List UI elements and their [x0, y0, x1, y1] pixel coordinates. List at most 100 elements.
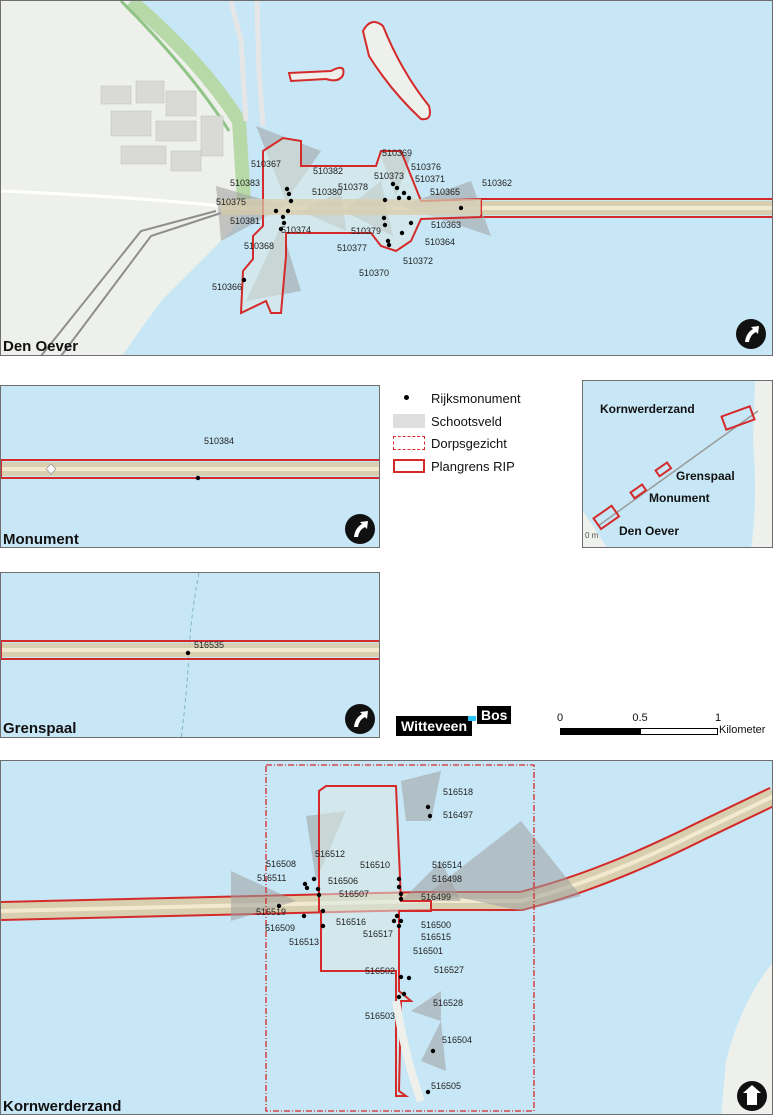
monument-dot[interactable] [396, 994, 402, 1000]
monument-dot[interactable] [302, 881, 308, 887]
monument-label: 510370 [359, 268, 389, 278]
monument-dot[interactable] [396, 195, 402, 201]
map-panel-grenspaal: 516535 Grenspaal [0, 572, 380, 738]
monument-label: 510371 [415, 174, 445, 184]
monument-dot[interactable] [276, 903, 282, 909]
monument-dot[interactable] [390, 181, 396, 187]
monument-label: 516500 [421, 920, 451, 930]
monument-label: 516504 [442, 1035, 472, 1045]
north-arrow-icon [737, 1081, 767, 1111]
monument-label: 510381 [230, 216, 260, 226]
monument-label: 516510 [360, 860, 390, 870]
monument-dot[interactable] [281, 220, 287, 226]
north-arrow-icon [736, 319, 766, 349]
monument-dot[interactable] [280, 214, 286, 220]
monument-dot[interactable] [304, 885, 310, 891]
north-arrow-icon [345, 704, 375, 734]
monument-label: 516517 [363, 929, 393, 939]
monument-label: 516518 [443, 787, 473, 797]
monument-dot[interactable] [320, 923, 326, 929]
scale-unit: Kilometer [719, 724, 766, 736]
monument-dot[interactable] [425, 1089, 431, 1095]
monument-markers: 510384 [195, 436, 234, 481]
monument-dot[interactable] [394, 185, 400, 191]
monument-dot[interactable] [396, 923, 402, 929]
monument-dot[interactable] [286, 191, 292, 197]
logo-text-bos: Bos [477, 706, 512, 724]
monument-dot[interactable] [386, 242, 392, 248]
overview-corner-text: 0 m [585, 531, 599, 540]
monument-dot[interactable] [311, 876, 317, 882]
overview-label-kornwerderzand: Kornwerderzand [600, 402, 695, 416]
monument-dot[interactable] [425, 804, 431, 810]
monument-label: 516513 [289, 937, 319, 947]
monument-label: 510362 [482, 178, 512, 188]
island-1 [287, 66, 345, 83]
monument-dot[interactable] [430, 1048, 436, 1054]
monument-label: 516497 [443, 810, 473, 820]
monument-dot[interactable] [273, 208, 279, 214]
schootsveld-areas [231, 771, 581, 1071]
monument-dot[interactable] [408, 220, 414, 226]
monument-label: 516535 [194, 640, 224, 650]
legend: Rijksmonument Schootsveld Dorpsgezicht P… [393, 385, 543, 485]
monument-dot[interactable] [398, 974, 404, 980]
monument-dot[interactable] [396, 876, 402, 882]
monument-label: 510369 [382, 148, 412, 158]
monument-dot[interactable] [381, 215, 387, 221]
monument-dot[interactable] [391, 918, 397, 924]
dorpsgezicht-boundary [265, 764, 535, 1112]
monument-dot[interactable] [427, 813, 433, 819]
panel-title-grenspaal: Grenspaal [3, 720, 77, 737]
monument-label: 510368 [244, 241, 274, 251]
monument-dot[interactable] [285, 208, 291, 214]
monument-label: 516514 [432, 860, 462, 870]
monument-dot[interactable] [320, 908, 326, 914]
monument-dot[interactable] [406, 975, 412, 981]
monument-label: 510372 [403, 256, 433, 266]
monument-dot[interactable] [301, 913, 307, 919]
plangrens-kornwerderzand [318, 785, 432, 1097]
monument-dot[interactable] [458, 205, 464, 211]
monument-dot[interactable] [316, 892, 322, 898]
monument-label: 510366 [212, 282, 242, 292]
monument-dot[interactable] [396, 884, 402, 890]
monument-label: 516499 [421, 892, 451, 902]
monument-dot[interactable] [284, 186, 290, 192]
monument-label: 516501 [413, 946, 443, 956]
monument-dot[interactable] [398, 891, 404, 897]
monument-label: 516515 [421, 932, 451, 942]
island-2 [361, 21, 431, 121]
logo-text-witteveen: Witteveen [396, 716, 473, 736]
monument-label: 516519 [256, 907, 286, 917]
monument-dot[interactable] [399, 230, 405, 236]
monument-label: 510378 [338, 182, 368, 192]
overview-label-den-oever: Den Oever [619, 524, 680, 538]
monument-dot[interactable] [315, 886, 321, 892]
monument-dot[interactable] [398, 918, 404, 924]
monument-dot[interactable] [406, 195, 412, 201]
monument-dot[interactable] [288, 198, 294, 204]
panel-title-monument: Monument [3, 531, 79, 548]
monument-dot[interactable] [195, 475, 201, 481]
panel-title-kornwerderzand: Kornwerderzand [3, 1098, 122, 1115]
monument-dot[interactable] [394, 913, 400, 919]
map-panel-monument: 510384 Monument [0, 385, 380, 548]
monument-dot[interactable] [185, 650, 191, 656]
monument-dot[interactable] [382, 222, 388, 228]
land-area [1, 1, 251, 355]
monument-dot[interactable] [241, 277, 247, 283]
monument-dot[interactable] [278, 226, 284, 232]
legend-item-rijksmonument: Rijksmonument [393, 389, 521, 407]
monument-dot[interactable] [382, 197, 388, 203]
monument-dot[interactable] [385, 238, 391, 244]
monument-label: 516508 [266, 859, 296, 869]
monument-dot[interactable] [401, 991, 407, 997]
monument-dot[interactable] [401, 190, 407, 196]
monument-label: 516502 [365, 966, 395, 976]
monument-dot[interactable] [398, 896, 404, 902]
